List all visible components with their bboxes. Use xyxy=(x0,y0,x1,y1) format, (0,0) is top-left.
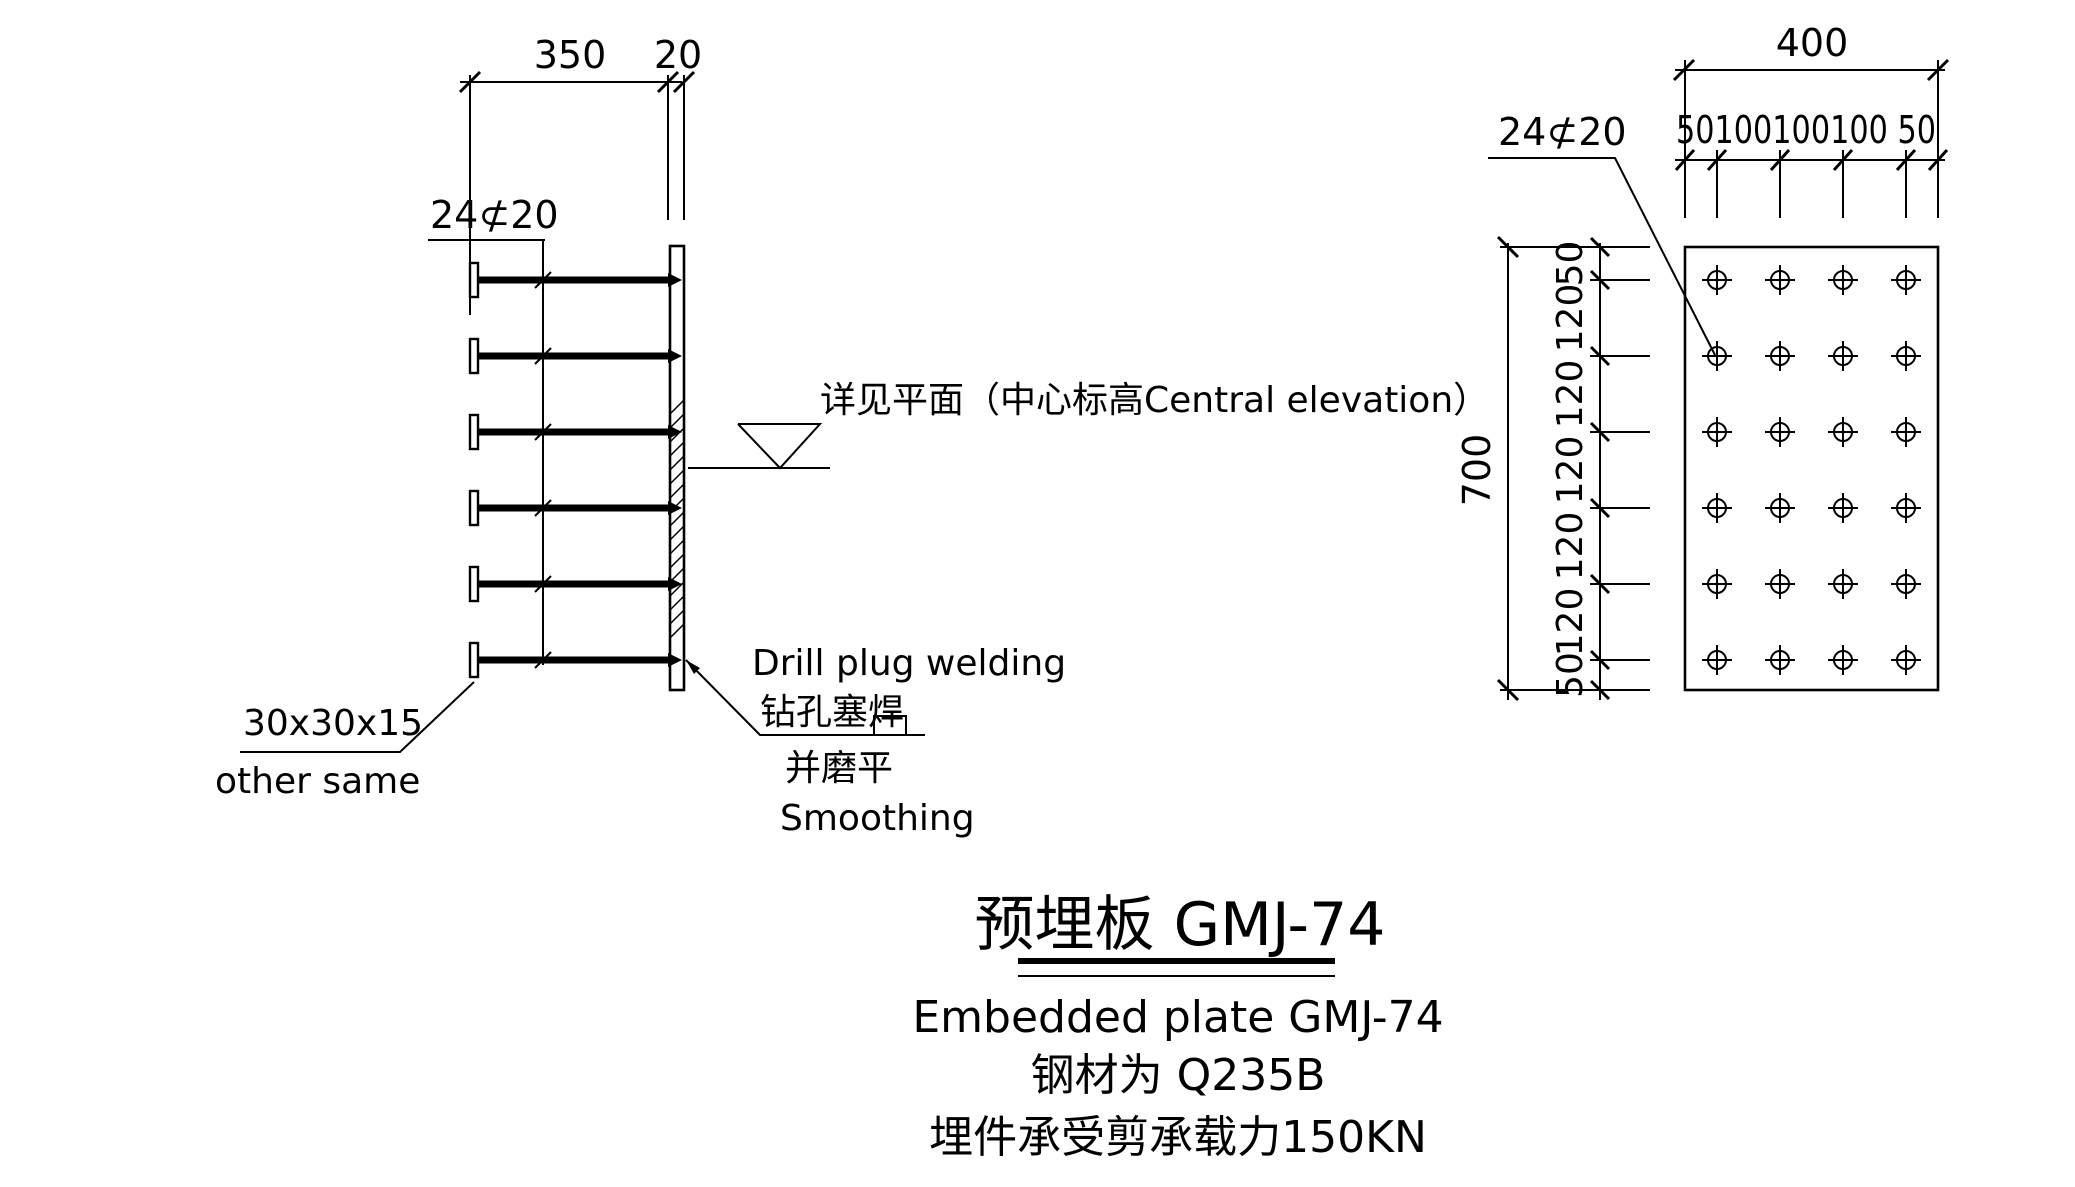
dim-tick xyxy=(656,70,680,94)
elevation-bar-callout: 24⊄20 xyxy=(430,193,559,237)
plan-side-dim: 120 xyxy=(1550,588,1591,657)
plan-side-dim: 120 xyxy=(1550,360,1591,429)
smooth-note-cn: 并磨平 xyxy=(785,748,893,789)
end-plate-leader xyxy=(240,681,475,753)
plan-side-dim: 120 xyxy=(1550,436,1591,505)
plan-side-dim: 120 xyxy=(1550,284,1591,353)
anchor-tick xyxy=(534,423,552,441)
plan-dim-width-parts: 50100100100 50 xyxy=(1676,108,1936,152)
hatch-line xyxy=(669,623,685,639)
anchor-weld xyxy=(668,501,682,515)
hatch-line xyxy=(669,595,685,611)
weld-symbol xyxy=(873,715,907,736)
weld-leader xyxy=(685,659,925,736)
hatch-line xyxy=(669,581,685,597)
plan-side-dim: 50 xyxy=(1550,652,1591,698)
smooth-note-en: Smoothing xyxy=(780,798,975,839)
hatch-line xyxy=(669,553,685,569)
elevation-view: 350 20 24⊄20 详见平面（中心标高Central elevation）… xyxy=(215,33,1489,839)
anchor-tick xyxy=(534,651,552,669)
embedded-plate xyxy=(668,244,686,692)
title-block: 预埋板 GMJ-74 Embedded plate GMJ-74 钢材为 Q23… xyxy=(912,890,1443,1163)
hatch-line xyxy=(669,455,685,471)
hatch-line xyxy=(669,609,685,625)
hatch-line xyxy=(669,413,685,429)
plan-side-dim: 120 xyxy=(1550,512,1591,581)
plan-side-ticks xyxy=(1589,236,1650,701)
anchor-end-plate xyxy=(468,261,480,299)
hatch-line xyxy=(669,399,685,415)
title-main: 预埋板 GMJ-74 xyxy=(975,890,1386,960)
dim-tick xyxy=(458,70,482,94)
anchor-tick xyxy=(534,575,552,593)
anchor-weld xyxy=(668,349,682,363)
hatch-line xyxy=(669,539,685,555)
anchor-end-plate xyxy=(468,641,480,679)
anchor-end-plate xyxy=(468,565,480,603)
dim-350: 350 xyxy=(534,33,607,77)
plan-dim-width: 400 xyxy=(1776,21,1849,65)
plan-bar-callout: 24⊄20 xyxy=(1498,110,1627,154)
dim-20: 20 xyxy=(654,33,702,77)
plan-dim-height: 700 xyxy=(1455,434,1499,507)
plan-side-dim: 50 xyxy=(1550,241,1591,287)
anchor-weld xyxy=(668,273,682,287)
anchor-bars xyxy=(468,261,682,679)
anchor-tick xyxy=(534,271,552,289)
anchor-end-plate xyxy=(468,337,480,375)
plan-plate xyxy=(1683,245,1940,692)
end-plate-note-en: other same xyxy=(215,761,420,802)
hatch-line xyxy=(669,469,685,485)
level-note: 详见平面（中心标高Central elevation） xyxy=(820,380,1489,421)
hatch-line xyxy=(669,525,685,541)
weld-arrow xyxy=(686,660,700,674)
end-plate-note: 30x30x15 xyxy=(243,703,423,744)
dim-tick xyxy=(672,70,696,94)
title-en: Embedded plate GMJ-74 xyxy=(912,992,1443,1043)
hatch-line xyxy=(669,483,685,499)
weld-note-en: Drill plug welding xyxy=(752,643,1066,684)
title-steel: 钢材为 Q235B xyxy=(1031,1050,1326,1101)
anchor-weld xyxy=(668,425,682,439)
anchor-weld xyxy=(668,577,682,591)
plan-view: 400 50100100100 50 24⊄20 700 50120120120… xyxy=(1455,21,1950,702)
anchor-end-plate xyxy=(468,413,480,451)
hatch-line xyxy=(669,441,685,457)
anchor-weld xyxy=(668,653,682,667)
anchor-tick xyxy=(534,499,552,517)
plan-holes xyxy=(1702,265,1921,675)
weld-note-cn: 钻孔塞焊 xyxy=(760,692,904,733)
level-triangle xyxy=(737,423,823,470)
hatch-line xyxy=(669,427,685,443)
anchor-tick xyxy=(534,347,552,365)
hatch-line xyxy=(669,511,685,527)
title-capacity: 埋件承受剪承载力150KN xyxy=(929,1112,1427,1163)
anchor-end-plate xyxy=(468,489,480,527)
plan-callout-leader xyxy=(1488,157,1716,356)
plan-top-ticks xyxy=(1674,148,1949,218)
